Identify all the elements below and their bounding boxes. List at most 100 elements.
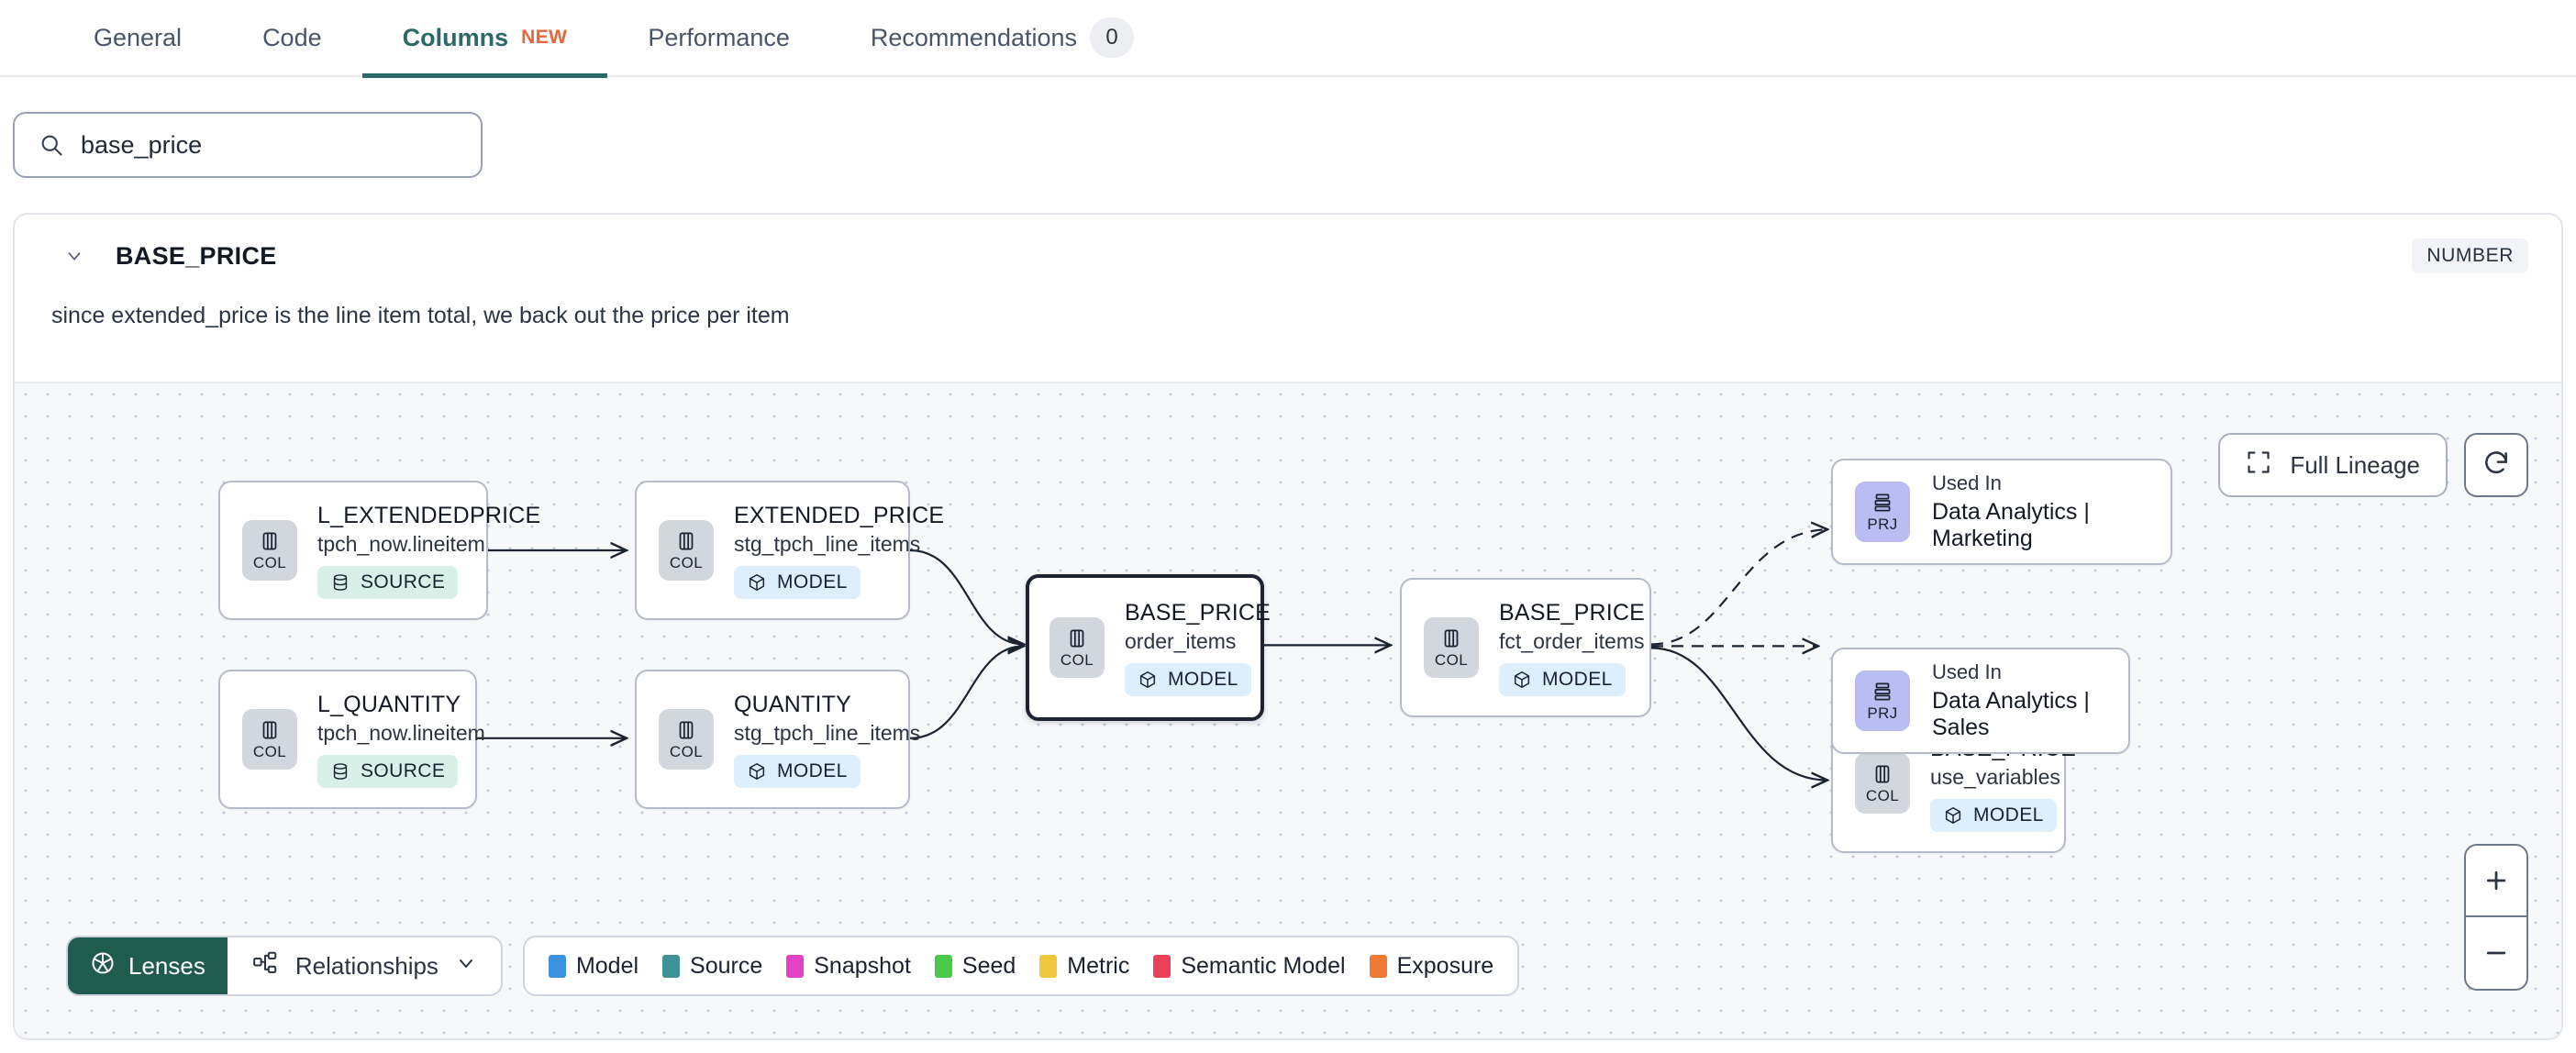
col-chip: COL	[242, 709, 297, 770]
zoom-out-button[interactable]	[2466, 917, 2526, 989]
lineage-node-extended-price[interactable]: COL EXTENDED_PRICE stg_tpch_line_items M…	[635, 481, 944, 620]
lineage-canvas[interactable]: COL L_EXTENDEDPRICE tpch_now.lineitem SO…	[15, 382, 2561, 1038]
search-input[interactable]: base_price	[13, 112, 483, 178]
column-header[interactable]: BASE_PRICE NUMBER	[15, 215, 2561, 297]
tab-label: Columns	[402, 23, 509, 51]
col-chip-label: COL	[252, 553, 287, 571]
tab-general[interactable]: General	[53, 0, 222, 76]
tab-columns[interactable]: Columns NEW	[361, 0, 608, 78]
legend-swatch	[548, 954, 566, 978]
col-chip-label: COL	[252, 742, 287, 760]
tab-performance[interactable]: Performance	[607, 0, 830, 76]
node-title: EXTENDED_PRICE	[734, 502, 945, 528]
lenses-button[interactable]: Lenses	[68, 937, 228, 994]
expand-icon	[2246, 449, 2271, 482]
full-lineage-button[interactable]: Full Lineage	[2218, 433, 2448, 497]
legend-item-source: Source	[662, 953, 762, 980]
tab-label: Code	[262, 23, 322, 51]
node-tag-label: SOURCE	[361, 571, 446, 593]
legend-swatch	[1039, 954, 1058, 978]
col-chip: COL	[1049, 617, 1105, 678]
node-subtitle: stg_tpch_line_items	[734, 531, 921, 556]
legend-item-model: Model	[548, 953, 638, 980]
node-project-name: Data Analytics | Sales	[1932, 688, 2090, 740]
tab-bar: General Code Columns NEW Performance Rec…	[0, 0, 2576, 78]
lineage-edges	[477, 383, 2561, 1038]
tab-label: Recommendations	[870, 23, 1078, 51]
tab-recommendations[interactable]: Recommendations 0	[830, 0, 1174, 76]
node-type-tag: MODEL	[1125, 662, 1251, 696]
column-type-badge: NUMBER	[2412, 238, 2528, 273]
node-type-tag: SOURCE	[317, 754, 459, 788]
node-subtitle: tpch_now.lineitem	[317, 720, 485, 745]
col-chip: COL	[659, 520, 714, 581]
legend-item-exposure: Exposure	[1369, 952, 1494, 980]
lenses-group: Lenses Relationships	[66, 936, 503, 996]
col-chip: COL	[242, 520, 297, 581]
legend-swatch	[934, 954, 952, 978]
recommendations-count-badge: 0	[1090, 17, 1135, 58]
node-subtitle: tpch_now.lineitem	[317, 531, 485, 556]
node-title: BASE_PRICE	[1125, 599, 1271, 626]
lineage-node-l-quantity[interactable]: COL L_QUANTITY tpch_now.lineitem SOURCE	[218, 670, 485, 809]
chevron-down-icon[interactable]	[64, 246, 84, 266]
node-type-tag: MODEL	[1930, 798, 2057, 832]
node-tag-label: MODEL	[1973, 804, 2044, 826]
legend-label: Exposure	[1396, 952, 1494, 979]
relationships-dropdown[interactable]: Relationships	[228, 937, 501, 994]
prj-chip-label: PRJ	[1867, 515, 1898, 533]
search-icon	[39, 132, 64, 158]
tab-code[interactable]: Code	[222, 0, 362, 76]
zoom-in-button[interactable]	[2466, 846, 2526, 917]
node-subtitle: fct_order_items	[1499, 628, 1645, 653]
node-subtitle: order_items	[1125, 628, 1237, 653]
legend-swatch	[786, 954, 805, 978]
node-type-tag: MODEL	[1499, 662, 1626, 696]
relationships-label: Relationships	[294, 951, 439, 980]
lineage-legend: Model Source Snapshot Seed Metric	[522, 936, 1520, 996]
zoom-controls	[2464, 844, 2528, 991]
legend-item-seed: Seed	[934, 952, 1016, 980]
legend-label: Seed	[961, 952, 1016, 979]
col-chip-label: COL	[1865, 786, 1900, 804]
lineage-node-project-marketing[interactable]: PRJ Used In Data Analytics | Marketing	[1831, 459, 2172, 565]
node-tag-label: MODEL	[777, 571, 848, 593]
legend-label: Snapshot	[814, 952, 911, 979]
node-tag-label: MODEL	[1168, 668, 1238, 690]
column-name: BASE_PRICE	[116, 241, 277, 270]
legend-item-semantic-model: Semantic Model	[1153, 953, 1346, 980]
lineage-node-project-sales[interactable]: PRJ Used In Data Analytics | Sales	[1831, 648, 2130, 754]
tab-label: Performance	[648, 23, 790, 51]
node-title: BASE_PRICE	[1499, 599, 1646, 626]
canvas-top-controls: Full Lineage	[2218, 433, 2528, 497]
col-chip-label: COL	[669, 742, 704, 760]
lineage-node-quantity[interactable]: COL QUANTITY stg_tpch_line_items MODEL	[635, 670, 920, 809]
node-project-name: Data Analytics | Marketing	[1932, 499, 2090, 551]
node-tag-label: SOURCE	[361, 759, 446, 781]
search-value: base_price	[81, 130, 203, 159]
refresh-icon	[2482, 449, 2511, 482]
node-used-in-label: Used In	[1932, 471, 2002, 494]
node-subtitle: stg_tpch_line_items	[734, 720, 921, 745]
node-type-tag: SOURCE	[317, 565, 459, 599]
graph-icon	[251, 949, 279, 983]
node-type-tag: MODEL	[734, 565, 861, 599]
column-detail-card: BASE_PRICE NUMBER since extended_price i…	[13, 213, 2563, 1040]
node-subtitle: use_variables	[1930, 764, 2060, 789]
col-chip: COL	[659, 709, 714, 770]
node-tag-label: MODEL	[777, 759, 848, 781]
lineage-node-l-extendedprice[interactable]: COL L_EXTENDEDPRICE tpch_now.lineitem SO…	[218, 481, 540, 620]
canvas-bottom-bar: Lenses Relationships	[66, 936, 1520, 996]
col-chip-label: COL	[669, 553, 704, 571]
refresh-button[interactable]	[2464, 433, 2528, 497]
lenses-label: Lenses	[128, 951, 205, 980]
col-chip-label: COL	[1434, 650, 1469, 669]
node-title: L_QUANTITY	[317, 691, 461, 717]
col-chip: COL	[1855, 753, 1910, 814]
legend-swatch	[662, 954, 681, 978]
lineage-node-base-price-order-items[interactable]: COL BASE_PRICE order_items MODEL	[1026, 574, 1271, 721]
legend-item-snapshot: Snapshot	[786, 953, 911, 980]
prj-chip: PRJ	[1855, 482, 1910, 542]
node-type-tag: MODEL	[734, 754, 861, 788]
lineage-node-base-price-fct-order-items[interactable]: COL BASE_PRICE fct_order_items MODEL	[1400, 578, 1651, 717]
